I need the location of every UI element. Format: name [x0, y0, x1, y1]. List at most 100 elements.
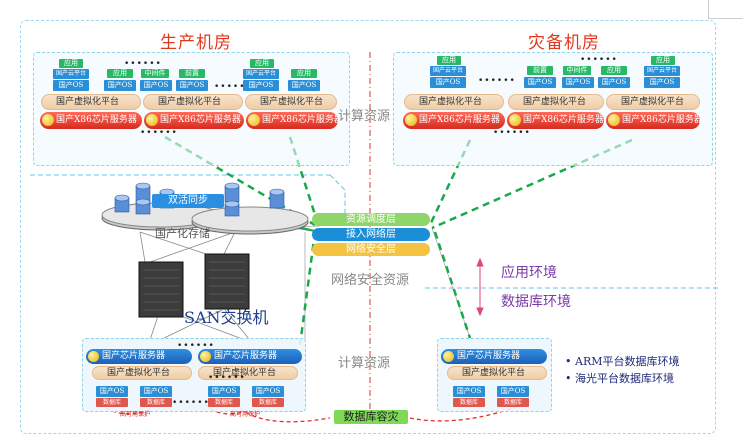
virtualization-platform: 国产虚拟化平台 — [92, 366, 192, 380]
disaster-title: 灾备机房 — [528, 33, 600, 53]
x86-server: 国产X86芯片服务器 — [606, 112, 700, 129]
x86-server: 国产X86芯片服务器 — [403, 112, 505, 129]
x86-server-label: 国产X86芯片服务器 — [262, 115, 338, 125]
ellipsis-dots: •••••• — [208, 373, 246, 383]
x86-server: 国产X86芯片服务器 — [40, 112, 142, 129]
app-environment-label: 应用环境 — [501, 265, 557, 281]
ha-protection-label: 高可用保护 — [230, 411, 261, 418]
database-box: 数据库 — [96, 398, 128, 407]
production-title: 生产机房 — [160, 33, 232, 53]
app-box: 应用 — [601, 66, 627, 75]
db-platform-list: ARM平台数据库环境 海光平台数据库环境 — [565, 353, 680, 387]
virtualization-platform: 国产虚拟化平台 — [508, 94, 604, 110]
server-ball-icon — [42, 114, 54, 126]
db-environment-label: 数据库环境 — [501, 294, 571, 310]
server-ball-icon — [509, 114, 521, 126]
database-box: 数据库 — [208, 398, 240, 407]
ellipsis-dots: •••••• — [493, 128, 531, 138]
os-box: 国产OS — [96, 386, 128, 397]
database-box: 数据库 — [252, 398, 284, 407]
os-box: 国产OS — [243, 80, 279, 91]
virtualization-platform: 国产虚拟化平台 — [143, 94, 243, 110]
database-box: 数据库 — [497, 398, 529, 407]
ellipsis-dots: •••••• — [580, 55, 618, 65]
san-switch-icon — [138, 253, 250, 318]
db-platform-item: 海光平台数据库环境 — [565, 370, 680, 387]
resource-scheduling-layer: 资源调度层 — [312, 213, 430, 226]
app-box: 应用 — [651, 56, 675, 65]
storage-icon — [101, 182, 309, 235]
compute-resources-label-top: 计算资源 — [338, 109, 391, 124]
server-ball-icon — [200, 351, 211, 362]
ellipsis-dots: •••••• — [177, 341, 215, 351]
virtualization-platform: 国产虚拟化平台 — [404, 94, 504, 110]
x86-server: 国产X86芯片服务器 — [144, 112, 244, 129]
app-box: 应用 — [250, 59, 274, 68]
access-network-layer: 接入网络层 — [312, 228, 430, 241]
server-ball-icon — [405, 114, 417, 126]
middleware-box: 中间件 — [563, 66, 591, 75]
os-box: 国产OS — [288, 80, 320, 91]
chip-server: 国产芯片服务器 — [441, 349, 547, 364]
chip-server: 国产芯片服务器 — [198, 349, 302, 364]
os-box: 国产OS — [140, 386, 172, 397]
os-box: 国产OS — [208, 386, 240, 397]
os-box: 国产OS — [453, 386, 485, 397]
server-ball-icon — [443, 351, 454, 362]
chip-server: 国产芯片服务器 — [86, 349, 192, 364]
network-security-layer: 网络安全层 — [312, 243, 430, 256]
x86-server-label: 国产X86芯片服务器 — [622, 115, 700, 125]
os-box: 国产OS — [252, 386, 284, 397]
ellipsis-dots: •••••• — [124, 59, 162, 69]
cloud-platform-box: 国产云平台 — [430, 66, 466, 76]
x86-server-label: 国产X86芯片服务器 — [56, 115, 137, 125]
db-platform-item: ARM平台数据库环境 — [565, 353, 680, 370]
network-security-resources-label: 网络安全资源 — [331, 273, 410, 288]
x86-server-label: 国产X86芯片服务器 — [160, 115, 241, 125]
server-ball-icon — [146, 114, 158, 126]
x86-server: 国产X86芯片服务器 — [507, 112, 604, 129]
cloud-platform-box: 国产云平台 — [243, 69, 279, 79]
chip-server-label: 国产芯片服务器 — [214, 351, 278, 361]
db-disaster-line-right — [409, 403, 526, 422]
db-disaster-recovery-label: 数据库容灾 — [334, 410, 408, 424]
os-box: 国产OS — [430, 77, 466, 88]
os-box: 国产OS — [176, 80, 208, 91]
ellipsis-dots: •••••• — [140, 128, 178, 138]
os-box: 国产OS — [598, 77, 630, 88]
ha-protection-label: 高可用保护 — [120, 411, 151, 418]
server-ball-icon — [248, 114, 260, 126]
os-box: 国产OS — [140, 80, 172, 91]
x86-server: 国产X86芯片服务器 — [246, 112, 338, 129]
os-box: 国产OS — [53, 80, 89, 91]
virtualization-platform: 国产虚拟化平台 — [606, 94, 700, 110]
cloud-platform-box: 国产云平台 — [53, 69, 89, 79]
chip-server-label: 国产芯片服务器 — [457, 351, 521, 361]
app-box: 应用 — [107, 69, 133, 78]
middleware-box: 中间件 — [141, 69, 169, 78]
os-box: 国产OS — [562, 77, 594, 88]
app-box: 应用 — [437, 56, 461, 65]
ellipsis-dots: •••••• — [214, 82, 252, 92]
corner-mark — [708, 0, 743, 19]
frontend-box: 前置 — [179, 69, 205, 78]
os-box: 国产OS — [104, 80, 136, 91]
app-box: 应用 — [59, 59, 83, 68]
storage-label: 国产化存储 — [155, 227, 210, 240]
virtualization-platform: 国产虚拟化平台 — [245, 94, 337, 110]
virtualization-platform: 国产虚拟化平台 — [41, 94, 141, 110]
chip-server-label: 国产芯片服务器 — [102, 351, 166, 361]
database-box: 数据库 — [140, 398, 172, 407]
server-ball-icon — [608, 114, 620, 126]
virtualization-platform: 国产虚拟化平台 — [447, 366, 547, 380]
x86-server-label: 国产X86芯片服务器 — [523, 115, 604, 125]
active-active-sync-label: 双活同步 — [152, 194, 224, 208]
os-box: 国产OS — [497, 386, 529, 397]
os-box: 国产OS — [524, 77, 556, 88]
green-link-6 — [433, 231, 472, 339]
virtualization-platform: 国产虚拟化平台 — [198, 366, 298, 380]
os-box: 国产OS — [644, 77, 680, 88]
server-ball-icon — [88, 351, 99, 362]
database-box: 数据库 — [453, 398, 485, 407]
ellipsis-dots: •••••• — [478, 76, 516, 86]
